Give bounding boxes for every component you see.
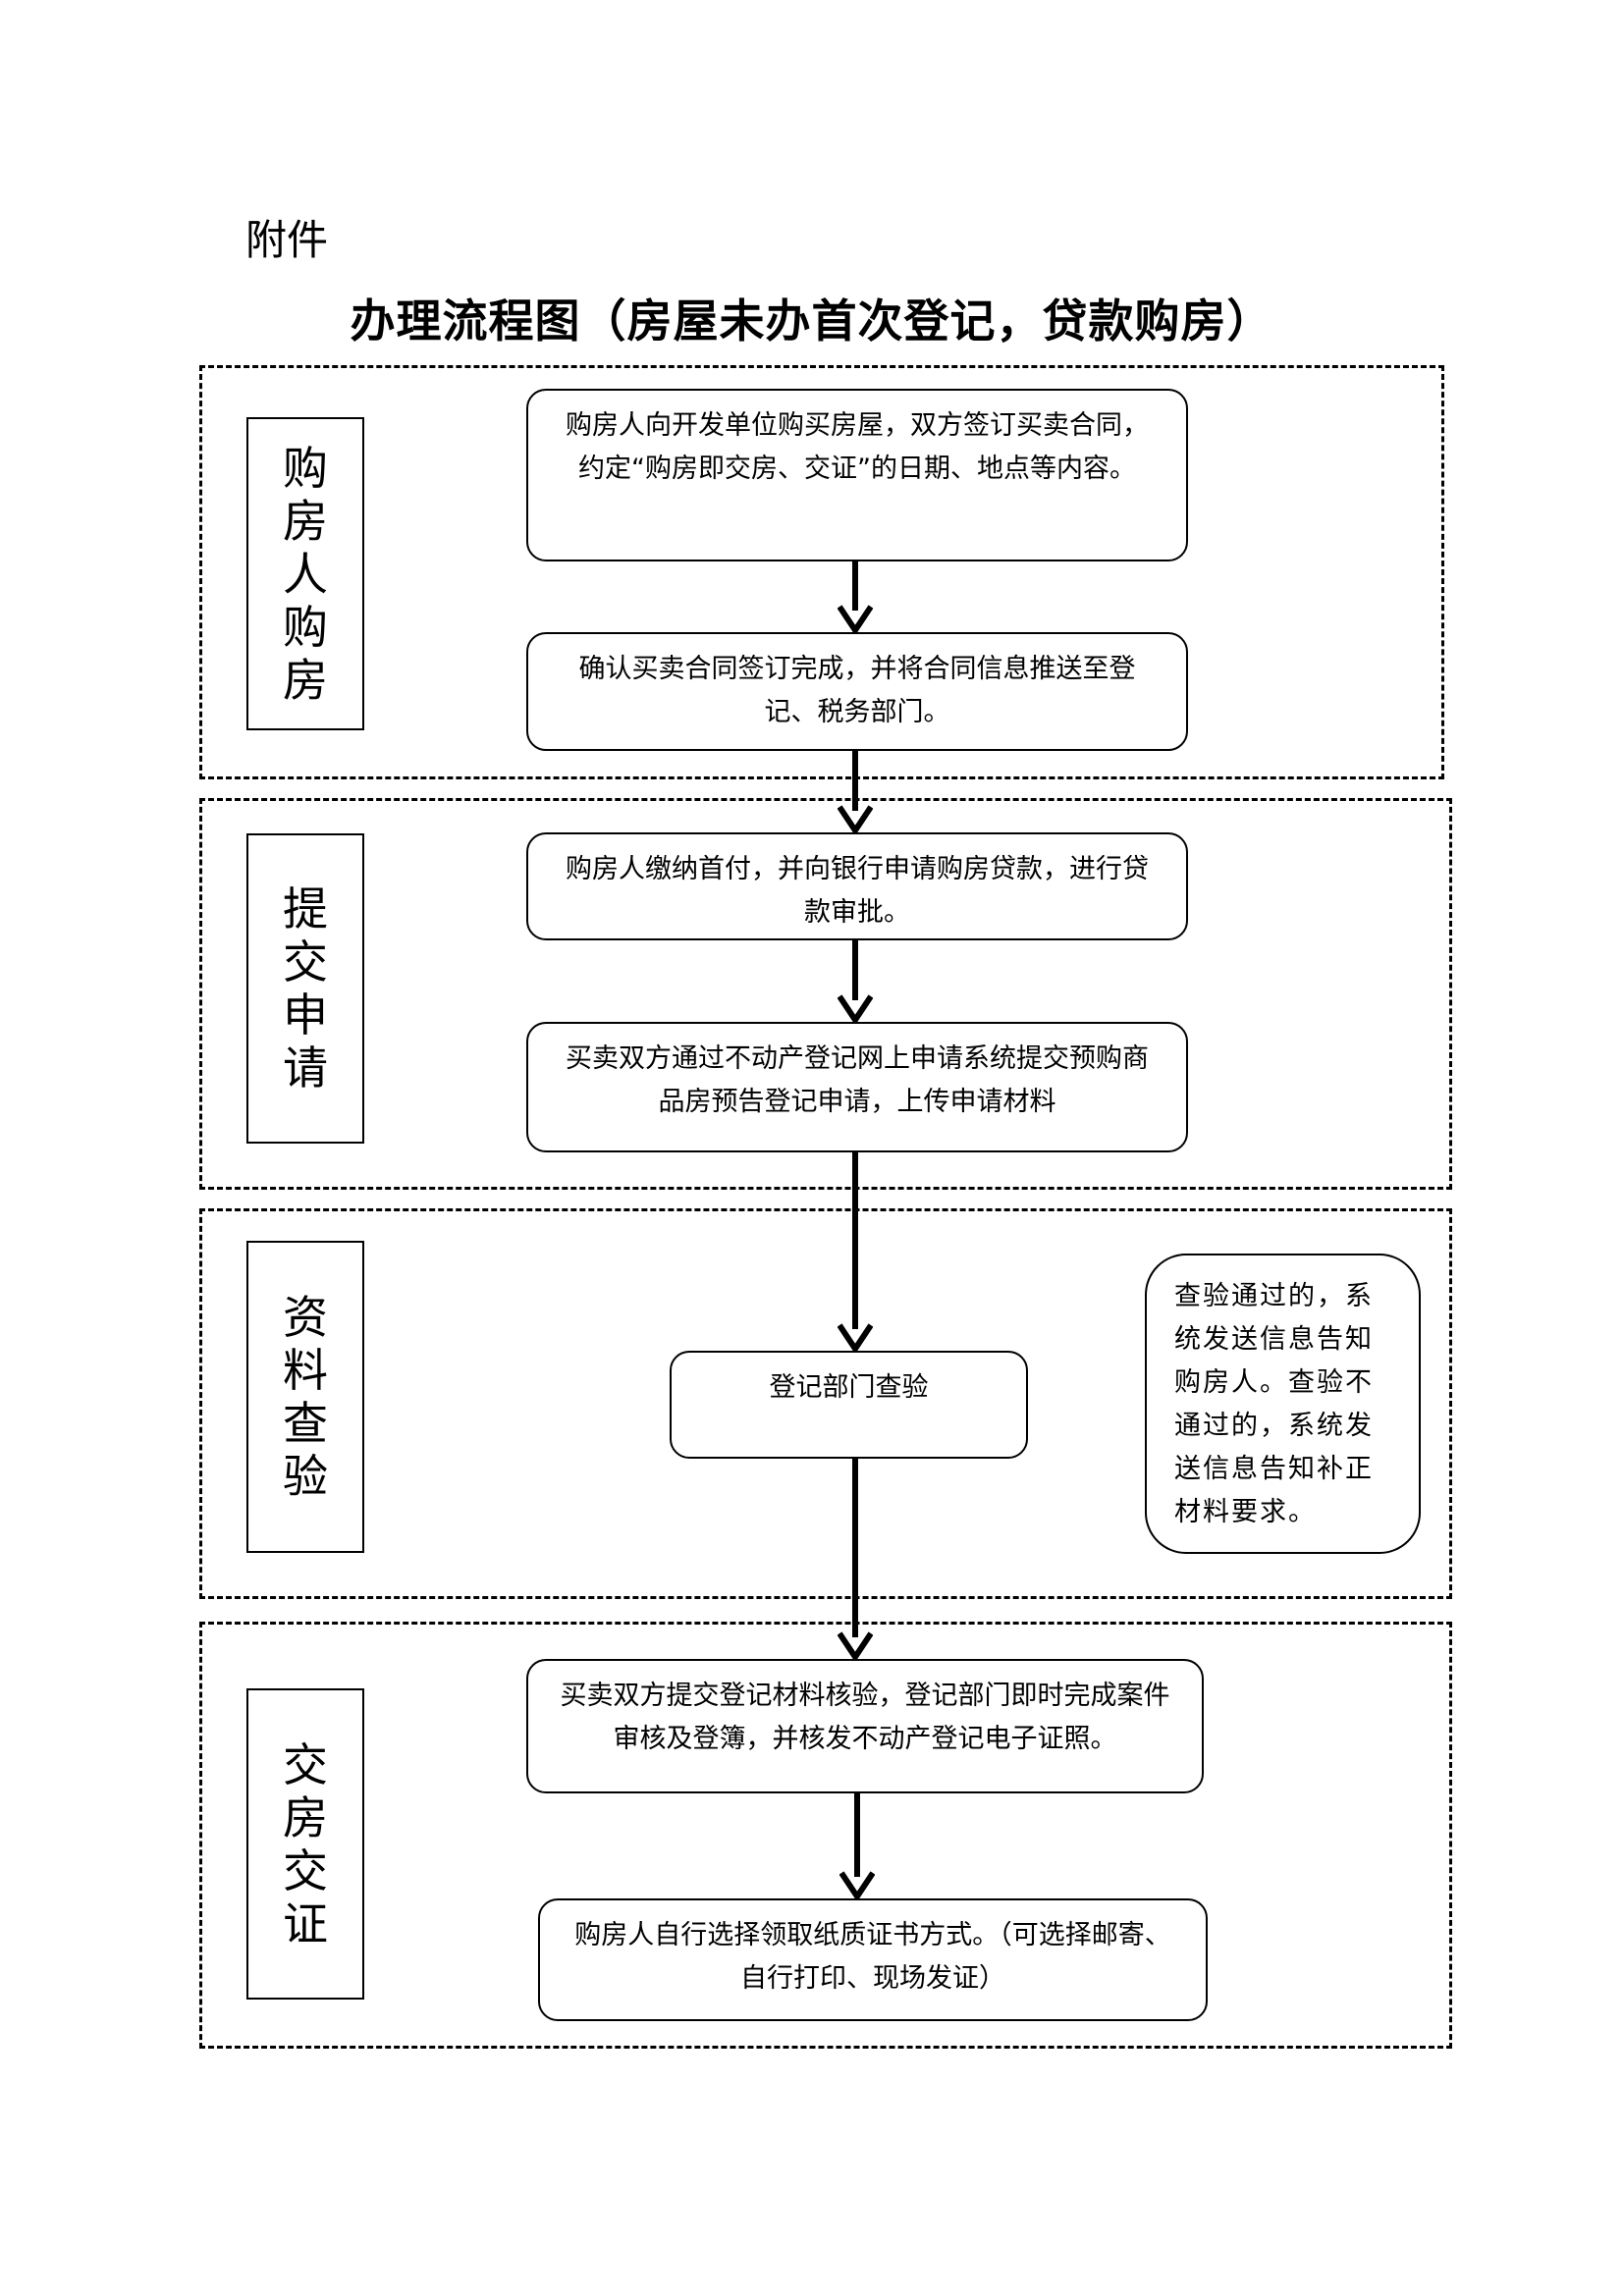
section-purchase bbox=[199, 365, 1444, 779]
flow-arrow-2 bbox=[836, 751, 875, 832]
flow-arrow-5 bbox=[836, 1459, 875, 1659]
stage-label-text: 资料查验 bbox=[283, 1291, 328, 1503]
step-registry-review: 登记部门查验 bbox=[670, 1351, 1028, 1459]
stage-label-text: 提交申请 bbox=[283, 882, 328, 1095]
section-review bbox=[199, 1208, 1452, 1599]
review-result-note: 查验通过的，系统发送信息告知购房人。查验不通过的，系统发送信息告知补正材料要求。 bbox=[1145, 1254, 1421, 1554]
stage-label-text: 购房人购房 bbox=[283, 441, 328, 707]
stage-label-handover: 交房交证 bbox=[246, 1688, 364, 2000]
stage-label-submit: 提交申请 bbox=[246, 833, 364, 1144]
flow-arrow-3 bbox=[836, 940, 875, 1022]
step-sign-contract: 购房人向开发单位购买房屋，双方签订买卖合同，约定“购房即交房、交证”的日期、地点… bbox=[526, 389, 1188, 561]
section-handover bbox=[199, 1622, 1452, 2049]
step-paper-certificate: 购房人自行选择领取纸质证书方式。（可选择邮寄、自行打印、现场发证） bbox=[538, 1898, 1208, 2021]
step-online-application: 买卖双方通过不动产登记网上申请系统提交预购商品房预告登记申请，上传申请材料 bbox=[526, 1022, 1188, 1152]
step-down-payment: 购房人缴纳首付，并向银行申请购房贷款，进行贷款审批。 bbox=[526, 832, 1188, 940]
step-verify-and-issue: 买卖双方提交登记材料核验，登记部门即时完成案件审核及登簿，并核发不动产登记电子证… bbox=[526, 1659, 1204, 1793]
step-confirm-contract: 确认买卖合同签订完成，并将合同信息推送至登记、税务部门。 bbox=[526, 632, 1188, 751]
flow-arrow-6 bbox=[838, 1793, 877, 1898]
stage-label-purchase: 购房人购房 bbox=[246, 417, 364, 730]
page-title: 办理流程图（房屋未办首次登记，贷款购房） bbox=[350, 294, 1273, 347]
flow-arrow-1 bbox=[836, 561, 875, 632]
annex-label: 附件 bbox=[245, 216, 329, 264]
section-submit bbox=[199, 798, 1452, 1190]
flow-arrow-4 bbox=[836, 1152, 875, 1351]
stage-label-text: 交房交证 bbox=[283, 1737, 328, 1950]
stage-label-review: 资料查验 bbox=[246, 1241, 364, 1553]
